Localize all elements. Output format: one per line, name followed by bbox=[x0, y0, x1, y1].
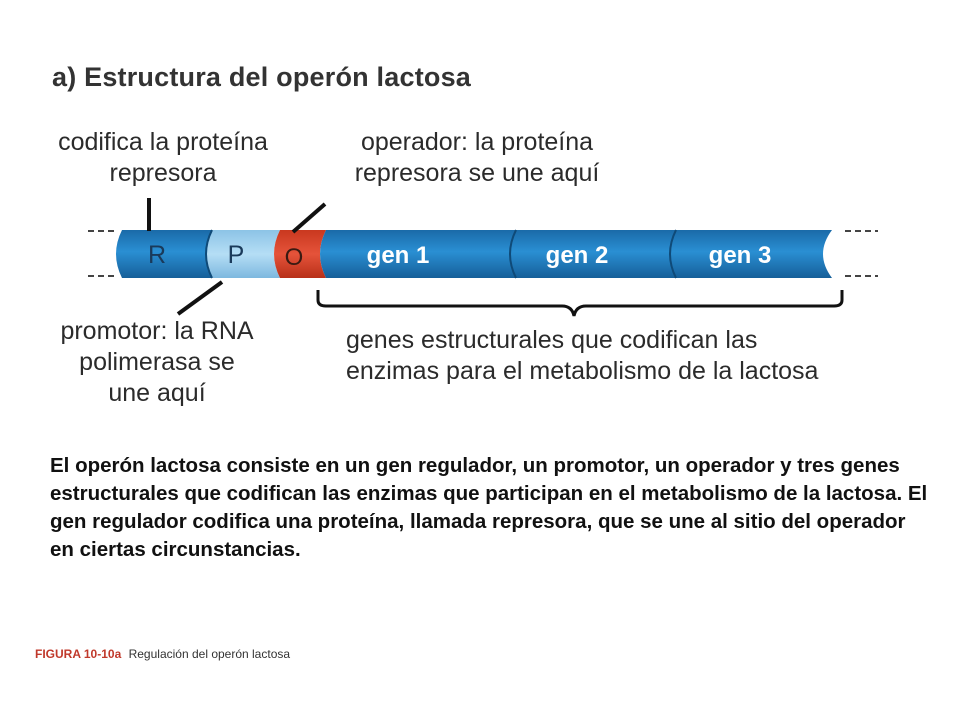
promoter-label-line2: polimerasa se bbox=[79, 348, 235, 376]
segment-gene1 bbox=[320, 230, 516, 278]
promoter-pointer-line bbox=[176, 280, 224, 316]
figure-caption: FIGURA 10-10a Regulación del operón lact… bbox=[35, 647, 290, 661]
segment-p bbox=[206, 230, 280, 278]
dna-dashed-ends bbox=[88, 230, 878, 277]
operator-pointer-line bbox=[291, 202, 327, 234]
operator-label-line2: represora se une aquí bbox=[354, 159, 600, 187]
promoter-label-line1: promotor: la RNA bbox=[60, 317, 254, 345]
figure-number: FIGURA 10-10a bbox=[35, 647, 122, 661]
repressor-gene-label: codifica la proteína represora bbox=[33, 127, 293, 189]
segment-p-label: P bbox=[228, 241, 245, 269]
segment-gene3 bbox=[670, 230, 832, 278]
structural-genes-bracket bbox=[316, 290, 844, 317]
diagram-title: a) Estructura del operón lactosa bbox=[52, 62, 472, 92]
repressor-gene-label-line1: codifica la proteína bbox=[58, 128, 268, 156]
promoter-label-line3: une aquí bbox=[108, 379, 206, 407]
body-caption: El operón lactosa consiste en un gen reg… bbox=[50, 454, 928, 561]
operator-label-line1: operador: la proteína bbox=[360, 128, 594, 156]
segment-o-label: O bbox=[285, 244, 304, 271]
segment-gene3-label: gen 3 bbox=[709, 242, 772, 269]
segment-gene2 bbox=[510, 230, 676, 278]
structural-genes-label-line2: enzimas para el metabolismo de la lactos… bbox=[346, 357, 819, 385]
segment-gene2-label: gen 2 bbox=[546, 242, 609, 269]
segment-r-label: R bbox=[148, 241, 166, 269]
lac-operon-diagram: R P O gen 1 gen 2 gen 3 bbox=[88, 198, 878, 317]
segment-o bbox=[274, 230, 326, 278]
repressor-gene-label-line2: represora bbox=[109, 159, 217, 187]
segment-gene1-label: gen 1 bbox=[367, 242, 430, 269]
structural-genes-label: genes estructurales que codifican las en… bbox=[346, 325, 926, 387]
promoter-label: promotor: la RNA polimerasa se une aquí bbox=[37, 316, 277, 409]
segment-r bbox=[116, 230, 212, 278]
figure-caption-text: Regulación del operón lactosa bbox=[128, 647, 291, 661]
structural-genes-label-line1: genes estructurales que codifican las bbox=[346, 326, 758, 354]
operator-label: operador: la proteína represora se une a… bbox=[327, 127, 627, 189]
